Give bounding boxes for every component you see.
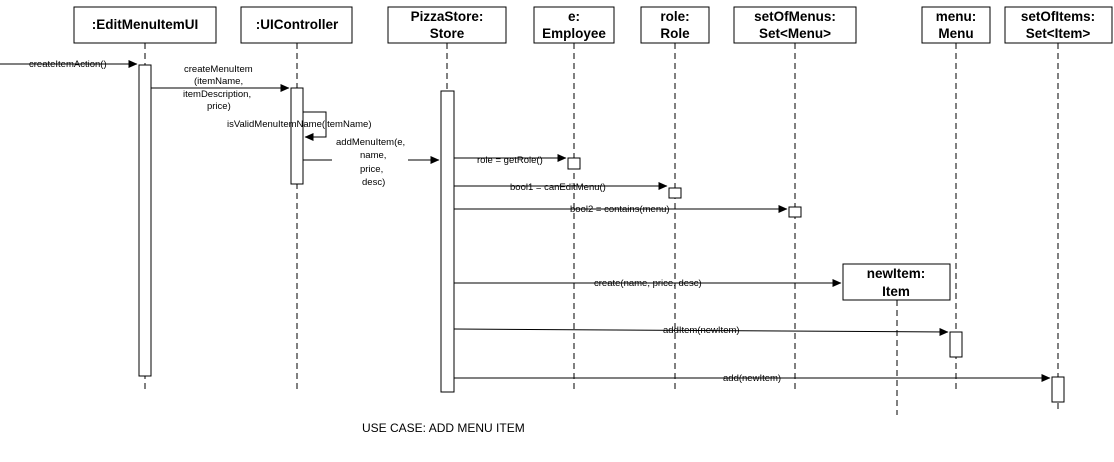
activation-editui xyxy=(138,64,152,377)
activation-items xyxy=(1051,376,1065,403)
participant-title-menus-line2: Set<Menu> xyxy=(759,26,831,41)
participant-box-store xyxy=(387,6,507,44)
participant-title-emp-line2: Employee xyxy=(542,26,606,41)
participant-title-ctrl: :UIController xyxy=(256,17,339,32)
participant-box-role xyxy=(640,6,710,44)
label-get-role: role = getRole() xyxy=(477,155,543,166)
label-create-menu-item-line4: price) xyxy=(207,101,231,112)
participant-box-newitem xyxy=(842,263,951,301)
label-create-menu-item-line1: createMenuItem xyxy=(184,64,253,75)
participant-title-editui: :EditMenuItemUI xyxy=(92,17,199,32)
label-create-item: create(name, price, desc) xyxy=(594,278,702,289)
label-add-menu-item-line3: price, xyxy=(360,164,383,175)
participant-title-role-line2: Role xyxy=(660,26,690,41)
participant-title-newitem-line1: newItem: xyxy=(867,266,926,281)
activation-menus xyxy=(788,206,802,218)
participant-title-role-line1: role: xyxy=(660,9,689,24)
label-can-edit-menu: bool1 = canEditMenu() xyxy=(510,182,606,193)
activation-ctrl xyxy=(290,87,304,185)
activation-role xyxy=(668,187,682,199)
label-create-item-action: createItemAction() xyxy=(29,59,107,70)
label-add-menu-item-line1: addMenuItem(e, xyxy=(336,137,405,148)
label-add-menu-item-line2: name, xyxy=(360,150,386,161)
participant-box-ctrl xyxy=(240,6,353,44)
label-is-valid-menu-item-name: isValidMenuItemName(itemName) xyxy=(227,119,371,130)
participant-box-menus xyxy=(733,6,857,44)
label-add-item-menu: addItem(newItem) xyxy=(663,325,740,336)
label-create-menu-item-line2: (itemName, xyxy=(194,76,243,87)
participant-title-menu-line1: menu: xyxy=(936,9,977,24)
activation-store xyxy=(440,90,455,393)
activation-emp xyxy=(567,157,581,170)
participant-box-items xyxy=(1004,6,1113,44)
arrow-is-valid-menu-item-name xyxy=(303,111,327,141)
participant-box-editui xyxy=(73,6,217,44)
activation-menu xyxy=(949,331,963,358)
participant-title-emp-line1: e: xyxy=(568,9,580,24)
participant-title-items-line1: setOfItems: xyxy=(1021,9,1095,24)
participant-title-menu-line2: Menu xyxy=(938,26,973,41)
label-add-item-set: add(newItem) xyxy=(723,373,781,384)
arrow-add-item-menu xyxy=(453,327,949,336)
participant-title-menus-line1: setOfMenus: xyxy=(754,9,836,24)
use-case-caption: USE CASE: ADD MENU ITEM xyxy=(362,421,525,435)
participant-title-items-line2: Set<Item> xyxy=(1026,26,1091,41)
label-add-menu-item-line4: desc) xyxy=(362,177,385,188)
participant-title-store-line2: Store xyxy=(430,26,465,41)
participant-title-newitem-line2: Item xyxy=(882,284,910,299)
participant-box-menu xyxy=(921,6,991,44)
label-create-menu-item-line3: itemDescription, xyxy=(183,89,251,100)
participant-box-emp xyxy=(533,6,615,44)
label-contains-menu: bool2 = contains(menu) xyxy=(570,204,670,215)
participant-title-store-line1: PizzaStore: xyxy=(411,9,484,24)
